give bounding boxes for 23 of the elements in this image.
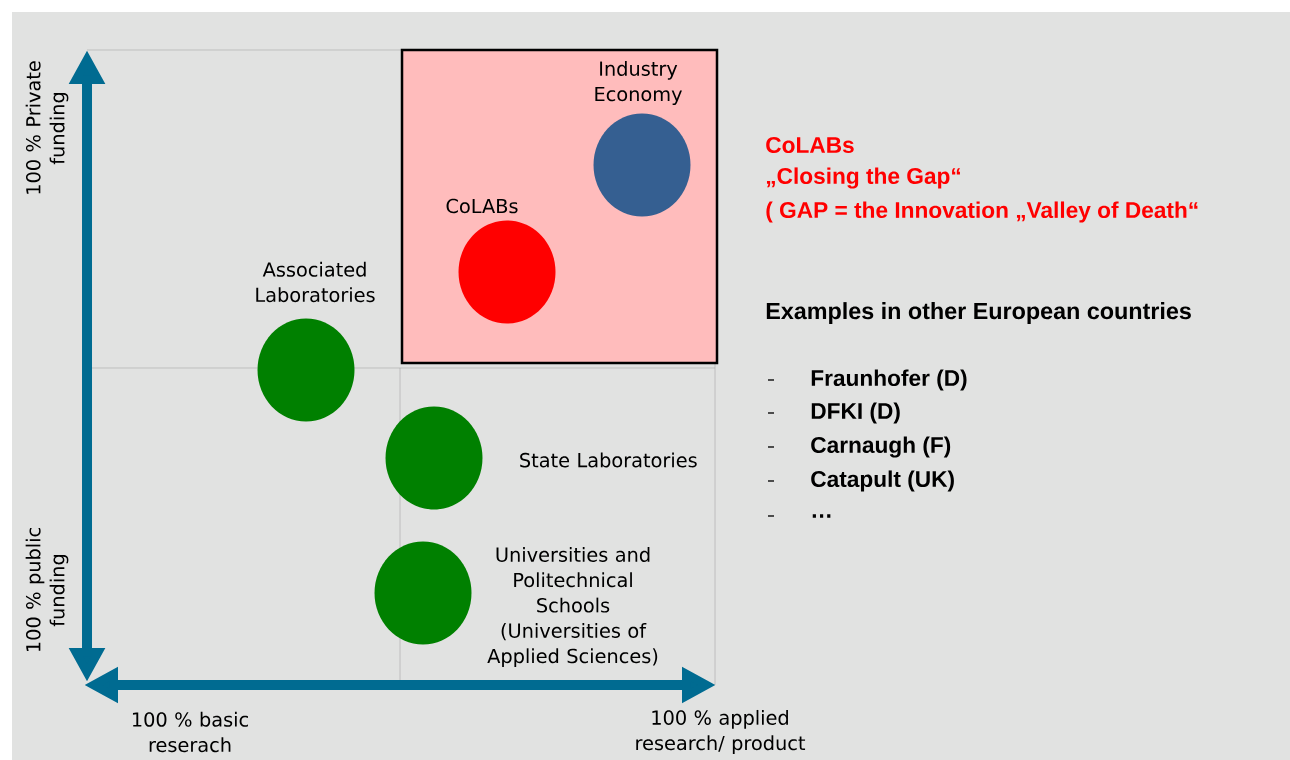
- bubble: [593, 113, 691, 217]
- headline-text: CoLABs: [766, 136, 854, 154]
- list-item: Fraunhofer (D): [811, 369, 967, 391]
- heading-text: Examples in other European countries: [766, 302, 1191, 324]
- axis-label: 100 % Private funding: [25, 61, 69, 194]
- bubble-label: Industry Economy: [595, 60, 682, 105]
- bubble-label: Universities and Politechnical Schools (Universities of Applied Sciences): [487, 546, 658, 667]
- bubble: [385, 406, 483, 510]
- headline-text: ( GAP = the Innovation „Valley of Death“: [766, 201, 1198, 223]
- list-item: Catapult (UK): [811, 470, 954, 492]
- bubble-label: Associated Laboratories: [256, 261, 375, 303]
- axis-label: 100 % applied research/ product: [636, 709, 806, 754]
- bubble: [257, 318, 355, 422]
- list-item: …: [812, 514, 831, 518]
- axis-label: 100 % public funding: [25, 528, 69, 652]
- bubble-label: State Laboratories: [520, 452, 697, 468]
- list-item: DFKI (D): [811, 402, 900, 424]
- bubble: [374, 541, 472, 645]
- headline-text: „Closing the Gap“: [766, 167, 961, 189]
- bubble-label: CoLABs: [446, 198, 518, 214]
- axis-label: 100 % basic reserach: [132, 711, 248, 753]
- list-item: Carnaugh (F): [811, 436, 951, 458]
- bubble: [458, 220, 556, 324]
